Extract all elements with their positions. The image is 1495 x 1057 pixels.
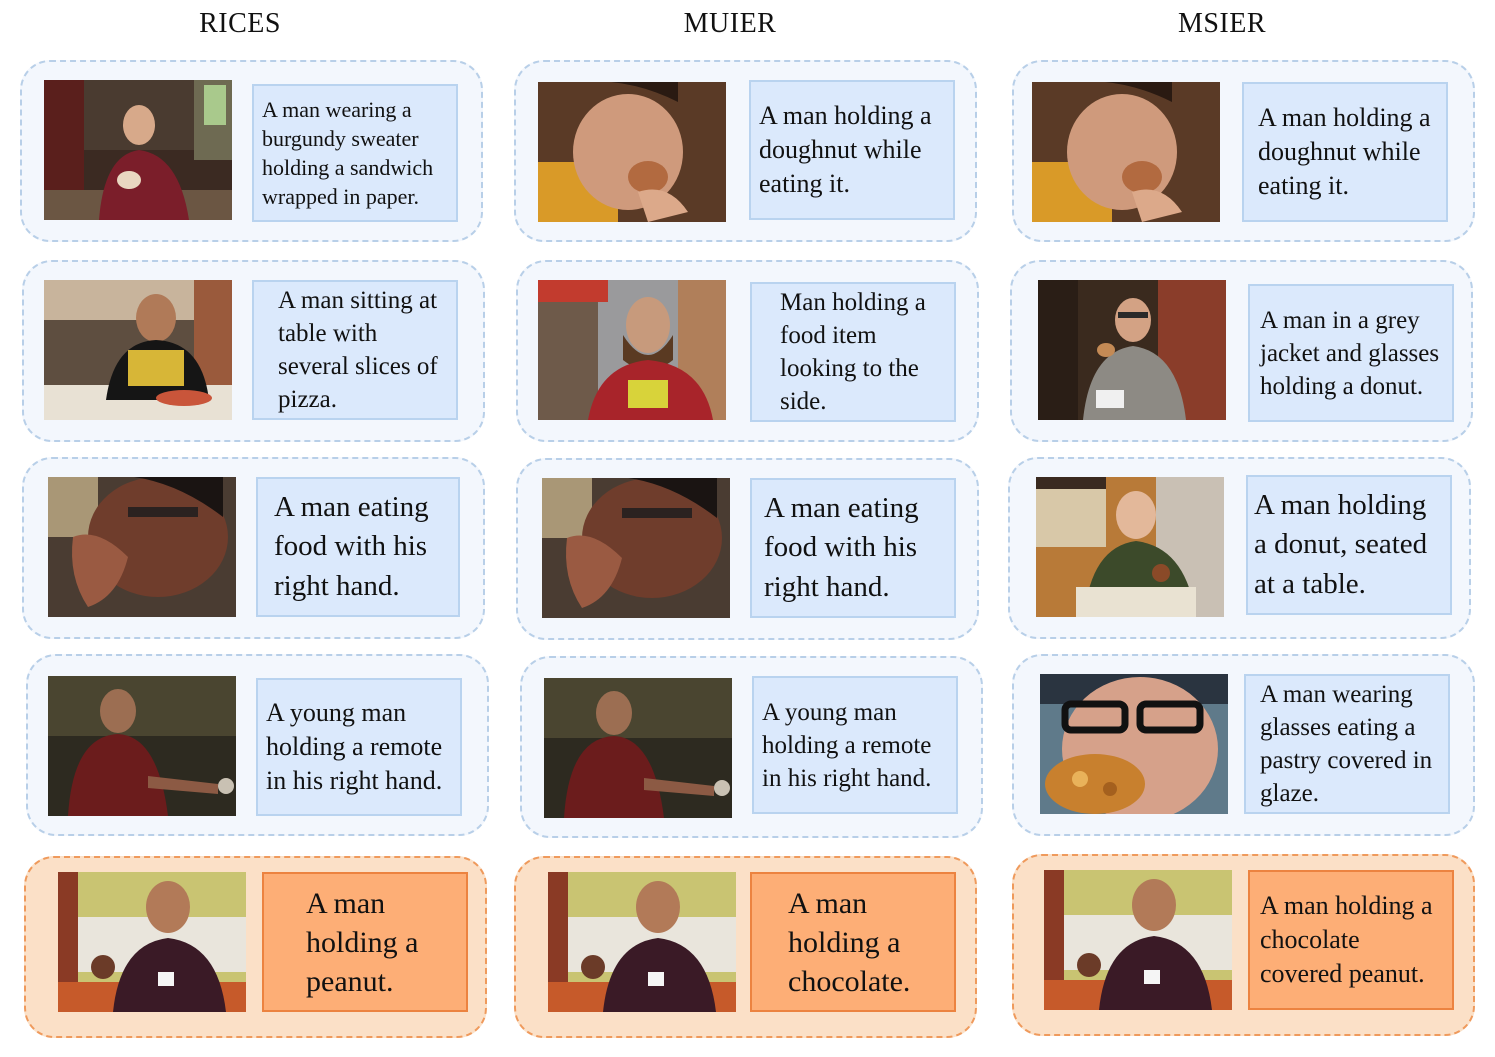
- muier-example-card-4: A young man holding a remote in his righ…: [520, 656, 983, 838]
- man-holding-chocolate-photo: [548, 872, 736, 1012]
- caption-box: A man holding a donut, seated at a table…: [1246, 475, 1452, 615]
- rices-query-card: A man holding a peanut.: [24, 856, 487, 1038]
- msier-example-card-2: A man in a grey jacket and glasses holdi…: [1010, 260, 1473, 442]
- caption-box: A man eating food with his right hand.: [256, 477, 460, 617]
- caption-box: A man in a grey jacket and glasses holdi…: [1248, 284, 1454, 422]
- caption-box: A man eating food with his right hand.: [750, 478, 956, 618]
- caption-box: A young man holding a remote in his righ…: [752, 676, 958, 814]
- msier-example-card-3: A man holding a donut, seated at a table…: [1008, 457, 1471, 639]
- query-caption-box: A man holding a chocolate.: [750, 872, 956, 1012]
- caption-box: A man holding a doughnut while eating it…: [749, 80, 955, 220]
- rices-example-card-2: A man sitting at table with several slic…: [22, 260, 485, 442]
- young-man-remote-photo: [48, 676, 236, 816]
- man-eating-doughnut-photo: [1032, 82, 1220, 222]
- muier-example-card-2: Man holding a food item looking to the s…: [516, 260, 979, 442]
- muier-example-card-3: A man eating food with his right hand.: [516, 458, 979, 640]
- caption-box: A man holding a doughnut while eating it…: [1242, 82, 1448, 222]
- query-caption-box: A man holding a peanut.: [262, 872, 468, 1012]
- man-holding-peanut-photo: [58, 872, 246, 1012]
- msier-example-card-4: A man wearing glasses eating a pastry co…: [1012, 654, 1475, 836]
- caption-box: A man sitting at table with several slic…: [252, 280, 458, 420]
- man-grey-jacket-donut-photo: [1038, 280, 1226, 420]
- young-man-remote-photo: [544, 678, 732, 818]
- man-eating-food-photo: [48, 477, 236, 617]
- caption-box: A man wearing glasses eating a pastry co…: [1244, 674, 1450, 814]
- man-with-pizza-photo: [44, 280, 232, 420]
- msier-example-card-1: A man holding a doughnut while eating it…: [1012, 60, 1475, 242]
- rices-example-card-1: A man wearing a burgundy sweater holding…: [20, 60, 483, 242]
- caption-box: A man wearing a burgundy sweater holding…: [252, 84, 458, 222]
- man-holding-chocolate-covered-peanut-photo: [1044, 870, 1232, 1010]
- column-title-muier: MUIER: [683, 8, 777, 39]
- rices-example-card-3: A man eating food with his right hand.: [22, 457, 485, 639]
- man-glasses-eating-pastry-photo: [1040, 674, 1228, 814]
- man-donut-table-photo: [1036, 477, 1224, 617]
- muier-query-card: A man holding a chocolate.: [514, 856, 977, 1038]
- caption-box: Man holding a food item looking to the s…: [750, 282, 956, 422]
- column-title-rices: RICES: [199, 8, 281, 39]
- caption-box: A young man holding a remote in his righ…: [256, 678, 462, 816]
- muier-example-card-1: A man holding a doughnut while eating it…: [514, 60, 977, 242]
- man-eating-food-photo: [542, 478, 730, 618]
- query-caption-box: A man holding a chocolate covered peanut…: [1248, 870, 1454, 1010]
- man-burgundy-sweater-photo: [44, 80, 232, 220]
- man-holding-food-item-photo: [538, 280, 726, 420]
- man-eating-doughnut-photo: [538, 82, 726, 222]
- column-title-msier: MSIER: [1177, 8, 1267, 39]
- msier-query-card: A man holding a chocolate covered peanut…: [1012, 854, 1475, 1036]
- rices-example-card-4: A young man holding a remote in his righ…: [26, 654, 489, 836]
